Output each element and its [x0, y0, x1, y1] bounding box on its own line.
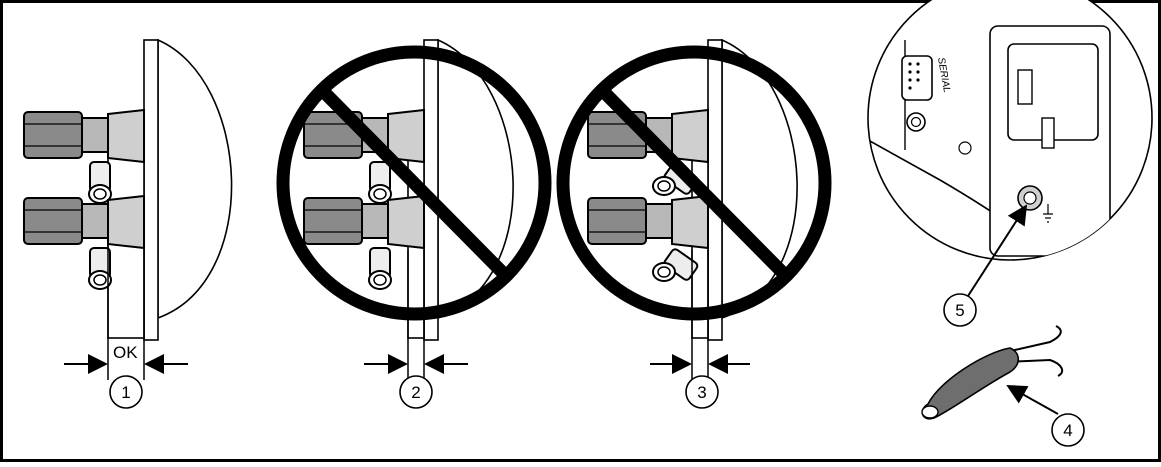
panel-wrong-angle: 3 [556, 38, 832, 409]
callout-5: 5 [955, 301, 964, 320]
panel-wrong-spacing: 2 [276, 38, 552, 409]
callout-3: 3 [697, 383, 706, 402]
spade-lug-connector [921, 325, 1064, 420]
front-panel [143, 39, 159, 341]
ok-label: OK [113, 343, 138, 362]
fuse-symbol-icon [958, 141, 972, 155]
leader-4 [1006, 385, 1059, 415]
callout-1: 1 [121, 383, 130, 402]
callout-3-circle [685, 375, 719, 409]
callout-1-circle [109, 375, 143, 409]
binding-post-lower [587, 195, 709, 283]
leader-5 [967, 204, 1028, 297]
serial-port [901, 55, 933, 101]
callout-4-circle [1051, 413, 1085, 447]
housing-dome [157, 38, 233, 320]
ground-symbol-icon [1043, 204, 1053, 223]
panel-rear-detail: SERIAL 5 4 [867, 0, 1153, 447]
callout-2: 2 [411, 383, 420, 402]
callout-2-circle [399, 375, 433, 409]
prohibition-sign-icon [556, 45, 832, 321]
callout-5-circle [943, 293, 977, 327]
prohibition-sign-icon [276, 45, 552, 321]
callout-4: 4 [1063, 421, 1072, 440]
panel-ok: OK 1 [23, 38, 233, 409]
